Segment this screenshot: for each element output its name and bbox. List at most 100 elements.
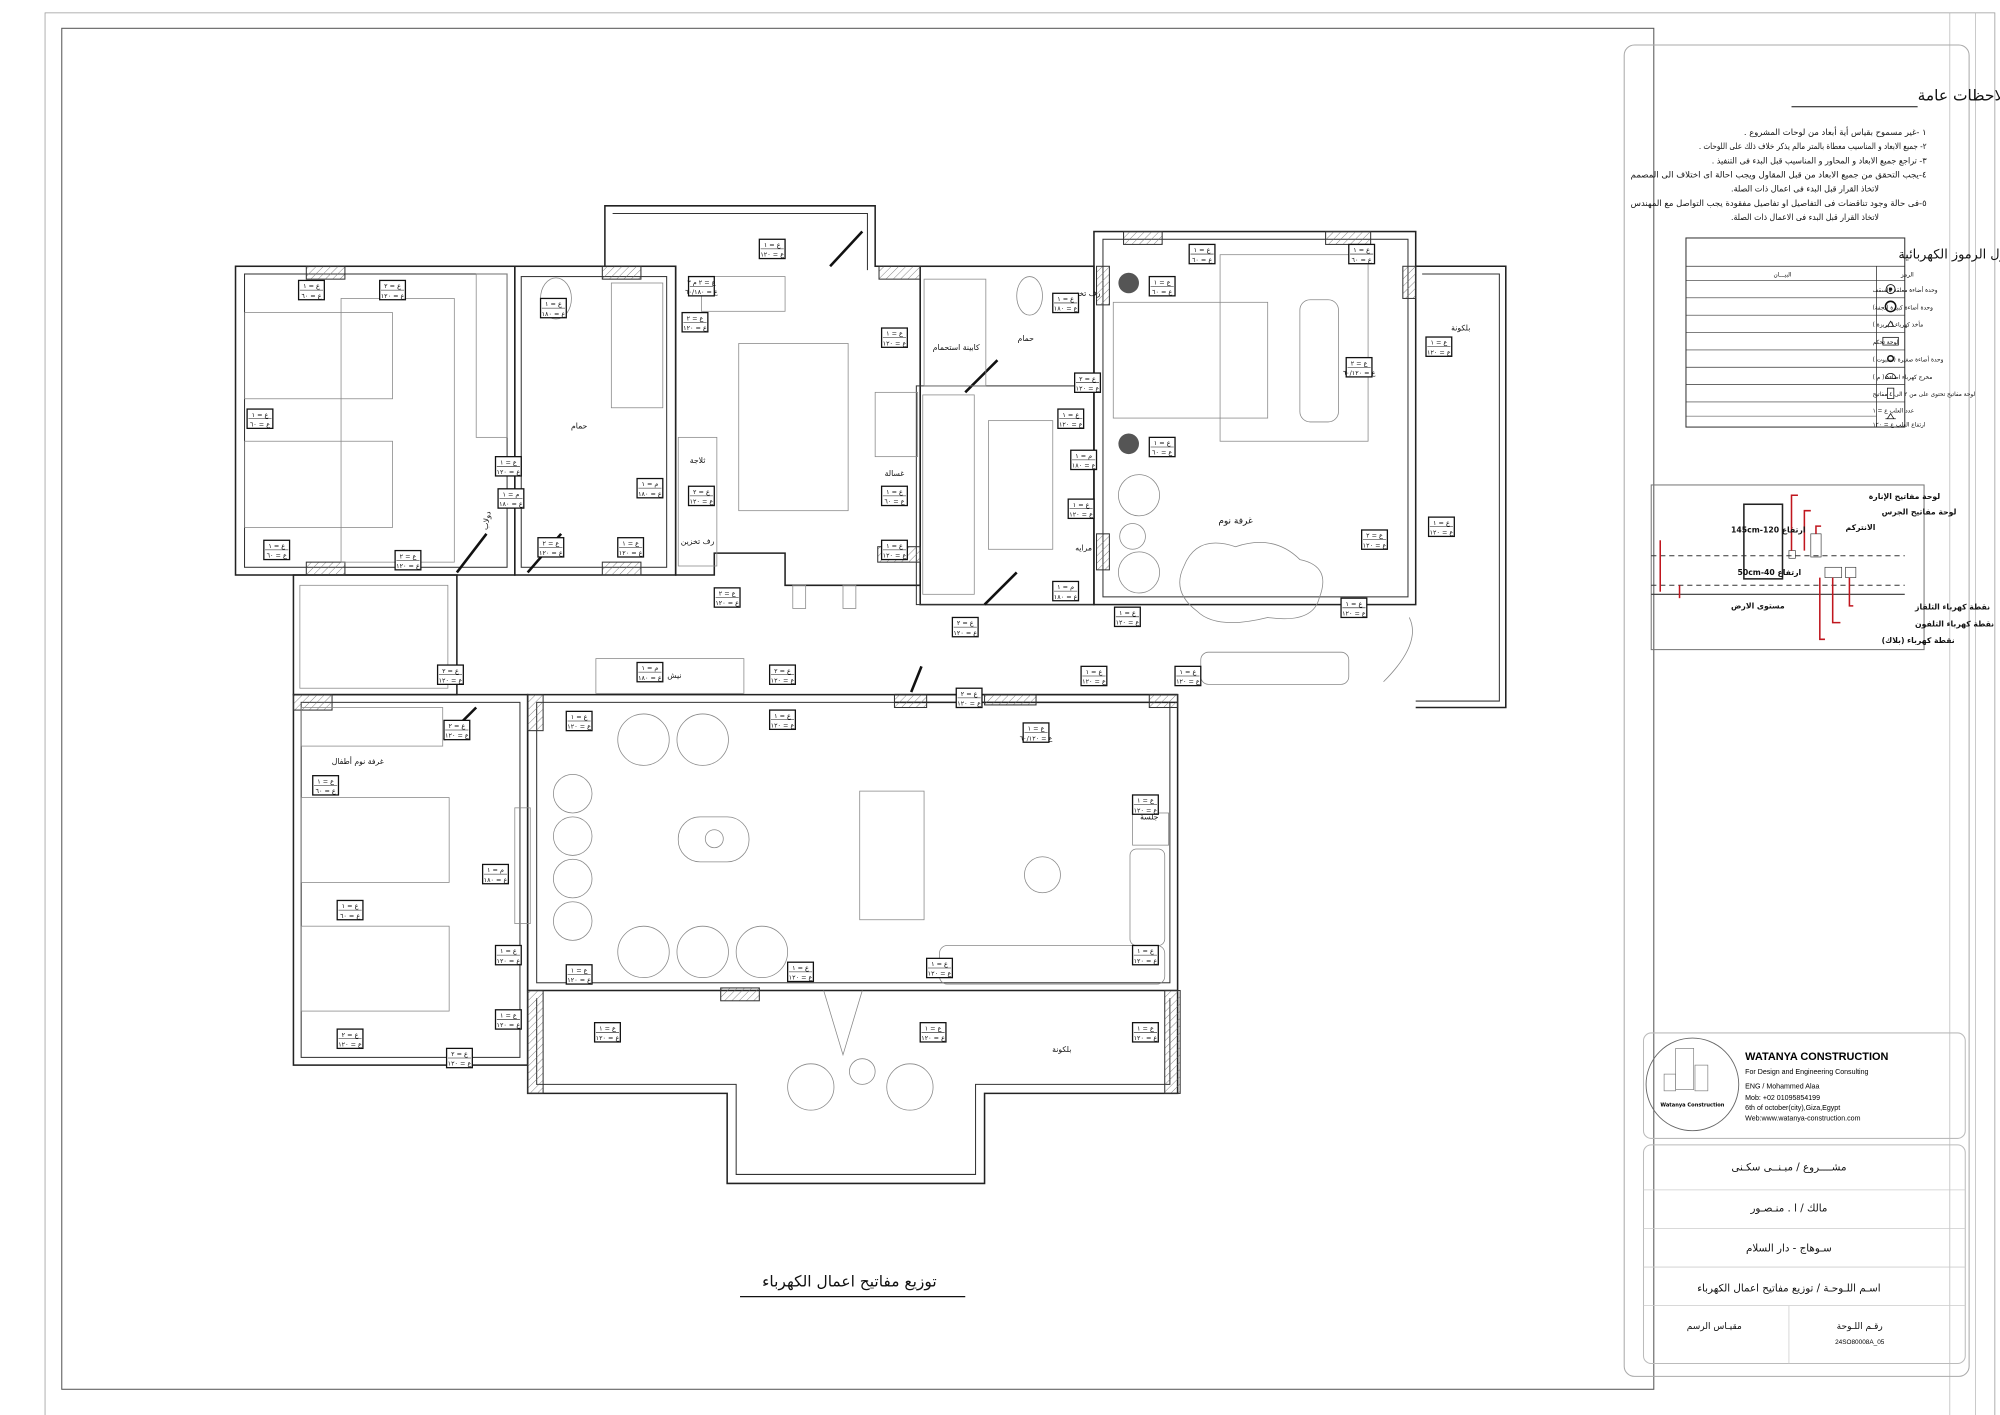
- switch-count: ع = ١: [571, 966, 588, 974]
- switch-count: ع = ١: [931, 960, 948, 968]
- label-intercom: الانتركم: [1846, 523, 1876, 532]
- switch-tag: ع = ١ع = ٦٠/١٢٠: [1020, 722, 1053, 743]
- switch-height: ع = ١٢٠: [928, 970, 952, 978]
- switch-count: م = ١: [502, 491, 519, 499]
- switch-tag: ع = ١ع = ٦٠: [263, 539, 291, 561]
- switch-height: ع = ١٢٠: [619, 549, 643, 557]
- switch-tag: ع = ١ع = ١٢٠: [768, 709, 797, 731]
- switch-count: ع = ٢: [1366, 532, 1383, 540]
- label-high-level: ارتفاع 120-145cm: [1731, 526, 1806, 535]
- switch-tag: ع = ١ع = ٦٠: [880, 485, 908, 507]
- switch-panel-icon: [1887, 387, 1895, 399]
- switch-tag: ع = ١ع = ١٢٠: [758, 238, 786, 260]
- project-block: مشــــروع / مبـنــى سكـنى مالك / ا . منـ…: [1642, 1144, 1966, 1365]
- sheet-name: اسـم اللـوحـة / توزيع مفاتيح اعمال الكهر…: [1697, 1283, 1880, 1295]
- switch-height: ع = ١٢٠: [497, 957, 521, 965]
- switch-tag: ع = ١ع = ١٢٠: [880, 539, 908, 561]
- legend-title: جدول الرموز الكهربائية: [1898, 248, 2000, 263]
- switch-tag: ع = ١ع = ١٢٠: [787, 961, 815, 983]
- label-tv-point: نقطة كهرباء التلفاز: [1914, 603, 1990, 612]
- project-location: سـوهاج - دار السلام: [1746, 1243, 1832, 1255]
- switch-tag: ع = ١ع = ١٢٠: [1131, 1022, 1159, 1043]
- legend-row: مخرج كهرباء اضاءة ( م ): [1873, 373, 1932, 381]
- room-label-seating: جلسة: [1140, 812, 1159, 821]
- switch-tag: م = ١ع = ١٨٠: [1070, 449, 1098, 471]
- switch-height: ع = ١٢٠: [715, 599, 739, 607]
- switch-count: م = ١: [641, 664, 658, 672]
- switch-tag: ع = ٢ع = ١٢٠: [768, 664, 797, 685]
- room-label-fridge: ثلاجة: [690, 456, 706, 465]
- switch-height: ع = ١٢٠: [953, 629, 977, 637]
- switch-count: ع = ١: [317, 777, 334, 785]
- switch-count: ع = ٢: [1079, 375, 1096, 383]
- room-label-kids-bedroom: غرفة نوم أطفال: [332, 756, 384, 766]
- switch-tag: ع = ١ع = ١٨٠: [1052, 292, 1080, 314]
- callout-lines: [1659, 494, 1854, 641]
- legend-desc: وحدة أضاءة معلقة بالسقف: [1873, 286, 1938, 294]
- switch-tag: ع = ٢ع = ١٢٠: [379, 279, 407, 301]
- switch-tag: ع = ١ع = ١٢٠: [1080, 665, 1108, 687]
- sheet-number: 24SO80008A_05: [1835, 1339, 1885, 1346]
- switch-tag: ع = ١ ع = ١٢٠: [925, 957, 954, 979]
- sheet-number-label: رقـم اللـوحة: [1837, 1322, 1883, 1332]
- company-mobile: Mob: +02 01095854199: [1745, 1095, 1820, 1102]
- switch-count: ع = ١: [545, 300, 562, 308]
- switch-height: ع = ١٨٠: [484, 876, 508, 884]
- switch-tag: ع = ١ع = ٦٠: [1188, 243, 1216, 265]
- legend-desc: وحدة أضاءة صغيرة ( سبوت ): [1873, 355, 1944, 363]
- legend-desc: لوحة تحكم: [1873, 339, 1899, 346]
- switch-height: ع = ١٢٠: [396, 562, 420, 570]
- switch-count: ع = ٢: [451, 1050, 468, 1058]
- switch-count: م = ١: [1075, 452, 1092, 460]
- switch-count: م = ١: [641, 480, 658, 488]
- switch-count: ع = ١: [1073, 501, 1090, 509]
- switch-count: ع = ١: [622, 539, 639, 547]
- furniture: [244, 254, 1369, 1111]
- light-outlet-icon: [1885, 373, 1897, 379]
- switch-count: ع = ٢ م ٣: [687, 278, 715, 286]
- switch-tag: ع = ١ع = ١٢٠: [1427, 516, 1455, 538]
- switch-count: ع = ١: [764, 241, 781, 249]
- svg-text:Watanya Construction: Watanya Construction: [1660, 1102, 1724, 1108]
- switch-tag: ع = ١ع = ٦٠: [1148, 436, 1176, 458]
- switch-tag: ع = ٢ع = ١٢٠: [537, 537, 565, 558]
- note-5: ٥-فى حالة وجود تناقضات فى التفاصيل او تف…: [1631, 198, 1927, 208]
- switch-tag: ع = ٢ع = ١٢٠: [1074, 372, 1102, 393]
- switch-count: ع = ١: [500, 1012, 517, 1020]
- scale-label: مقيـاس الرسم: [1687, 1322, 1742, 1332]
- note-5-cont: لاتخاذ القرار قبل البدء فى الاعمال ذات ا…: [1731, 212, 1879, 222]
- switch-tag: ع = ١ع = ١٨٠: [539, 297, 567, 319]
- legend-row: مأخذ كهرباء ( بريزة ): [1873, 320, 1923, 329]
- switch-height: ع = ١٨٠: [638, 490, 662, 498]
- legend-desc: عدد العلب ع = ١: [1873, 408, 1915, 414]
- switch-count: ع = ١: [1119, 609, 1136, 617]
- legend-row: لوحة تحكم: [1873, 336, 1899, 346]
- room-label-shower: كابينة استحمام: [933, 343, 980, 352]
- switch-tag: ع = ١ع = ١٢٠: [1113, 606, 1141, 628]
- legend-row: وحدة أضاءة صغيرة ( سبوت ): [1873, 354, 1944, 363]
- company-logo: Watanya Construction: [1645, 1037, 1740, 1132]
- switch-height: ع = ١٢٠: [338, 1040, 362, 1048]
- switch-tag: م = ١ع = ١٨٠: [481, 863, 510, 885]
- switch-count: ع = ١: [500, 947, 517, 955]
- room-label-balcony-bottom: بلكونة: [1052, 1045, 1071, 1054]
- company-web: Web:www.watanya-construction.com: [1745, 1115, 1860, 1122]
- label-lighting-panel: لوحة مفاتيح الإنارة: [1869, 492, 1941, 501]
- switch-tag: ع = ٢ع = ١٢٠: [687, 485, 715, 507]
- label-bell-panel: لوحة مفاتيح الجرس: [1882, 508, 1957, 518]
- switch-height: ع = ٦٠: [250, 420, 270, 428]
- note-4-cont: لاتخاذ القرار قبل البدء فى اعمال ذات الص…: [1731, 184, 1879, 194]
- company-block: Watanya Construction WATANYA CONSTRUCTIO…: [1642, 1032, 1966, 1139]
- switch-count: ع = ١: [1057, 295, 1074, 303]
- switch-height: ع = ١٢٠: [1427, 348, 1451, 356]
- room-label-bath-2: حمام: [1018, 334, 1035, 343]
- switch-tag: ع = ٢ع = ١٢٠: [336, 1028, 364, 1050]
- note-1: ١ -غير مسموح بقياس أية أبعاد من لوحات ال…: [1744, 126, 1927, 137]
- label-floor: مستوى الارض: [1731, 601, 1785, 611]
- switch-height: ع = ١٢٠: [1134, 806, 1158, 814]
- room-label-closet: دولاب: [481, 510, 493, 530]
- switch-tag: ع = ١ ع = ١٢٠: [494, 944, 522, 966]
- switch-count: ع = ١: [571, 713, 588, 721]
- switch-count: ع = ٢: [774, 667, 791, 675]
- switch-height: ع = ١٢٠: [381, 292, 405, 300]
